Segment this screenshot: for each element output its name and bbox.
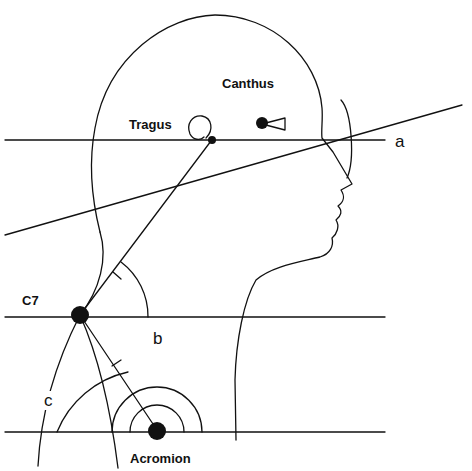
angle-label: c (42, 391, 55, 410)
angle-label: b (151, 329, 164, 348)
landmark-label: Canthus (220, 76, 276, 91)
tick-mark (112, 360, 121, 366)
tragus-canthus-line (5, 105, 462, 235)
shoulder-inner-outline (80, 315, 118, 468)
angle-a-arc (341, 100, 352, 178)
neck-back-outline (80, 232, 103, 315)
shoulder-outline (38, 315, 80, 466)
landmark-label: Tragus (127, 117, 174, 132)
c7-tragus-line (80, 141, 211, 315)
angle-label: a (393, 132, 406, 151)
head-outline (91, 15, 352, 440)
tragus-dot (208, 136, 216, 144)
c7-dot (71, 306, 89, 324)
ear-tragus-symbol (189, 116, 211, 139)
horizontal-line (5, 316, 385, 317)
tick-mark (113, 272, 121, 279)
canthus-dot (256, 117, 268, 129)
c7-acromion-line (80, 315, 157, 430)
horizontal-line (5, 139, 385, 140)
angle-b-arc (121, 262, 148, 317)
angle-c-arc (57, 372, 128, 432)
landmark-label: C7 (20, 293, 41, 308)
horizontal-line (5, 431, 385, 432)
acromion-dot (148, 422, 166, 440)
landmark-label: Acromion (128, 451, 193, 466)
